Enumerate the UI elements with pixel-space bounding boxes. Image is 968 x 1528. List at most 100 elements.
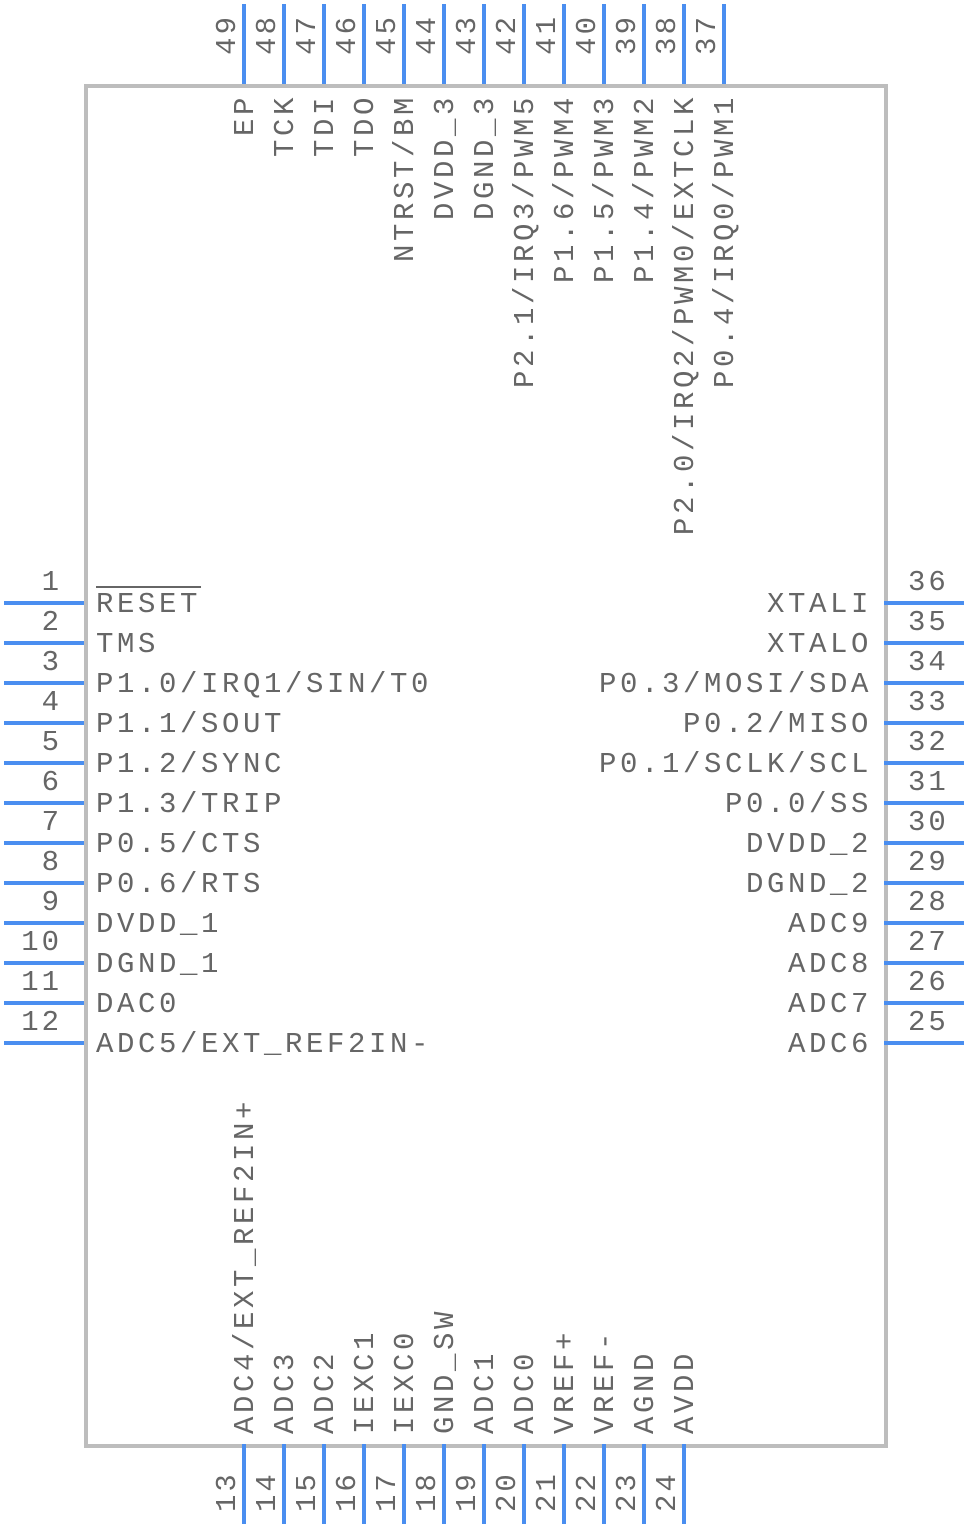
pin-number: 11	[21, 966, 62, 999]
pin-label: GND_SW	[429, 1307, 462, 1434]
pin-label: P0.5/CTS	[96, 828, 265, 861]
pin-number: 26	[908, 966, 949, 999]
pin-line	[562, 1444, 566, 1524]
pin-label: DVDD_3	[429, 94, 462, 221]
pin-line	[4, 641, 84, 645]
pin-number: 34	[908, 646, 949, 679]
pin-line	[362, 4, 366, 84]
pin-number: 18	[411, 1471, 444, 1512]
pin-line	[4, 1041, 84, 1045]
pin-number: 9	[41, 886, 62, 919]
pin-label: VREF-	[589, 1328, 622, 1434]
pin-line	[602, 1444, 606, 1524]
pin-label: ADC8	[787, 948, 872, 981]
pin-line	[4, 801, 84, 805]
pin-line	[884, 1001, 964, 1005]
pin-label: ADC4/EXT_REF2IN+	[229, 1097, 262, 1434]
pin-number: 6	[41, 766, 62, 799]
pin-label: DGND_1	[96, 948, 223, 981]
pin-number: 8	[41, 846, 62, 879]
pin-line	[242, 1444, 246, 1524]
pin-line	[4, 1001, 84, 1005]
pin-line	[4, 761, 84, 765]
pin-line	[4, 881, 84, 885]
pin-label: P1.6/PWM4	[549, 94, 582, 284]
pin-number: 29	[908, 846, 949, 879]
pin-line	[482, 1444, 486, 1524]
pin-line	[442, 1444, 446, 1524]
pin-line	[884, 921, 964, 925]
pin-label: P2.1/IRQ3/PWM5	[509, 94, 542, 389]
pin-number: 35	[908, 606, 949, 639]
pin-line	[282, 4, 286, 84]
pin-label: VREF+	[549, 1328, 582, 1434]
pin-label: ADC9	[787, 908, 872, 941]
pin-number: 49	[211, 14, 244, 55]
pin-number: 44	[411, 14, 444, 55]
pin-label: TDI	[309, 94, 342, 158]
pin-line	[642, 4, 646, 84]
pin-label: DVDD_1	[96, 908, 223, 941]
pin-label: AGND	[629, 1349, 662, 1434]
pin-label: ADC2	[309, 1349, 342, 1434]
pin-label: P1.0/IRQ1/SIN/T0	[96, 668, 433, 701]
pin-number: 36	[908, 566, 949, 599]
pin-line	[602, 4, 606, 84]
pin-number: 46	[331, 14, 364, 55]
pin-line	[282, 1444, 286, 1524]
pin-label: XTALO	[766, 628, 872, 661]
pin-number: 16	[331, 1471, 364, 1512]
pin-number: 22	[571, 1471, 604, 1512]
pin-number: 43	[451, 14, 484, 55]
pin-number: 33	[908, 686, 949, 719]
pin-number: 5	[41, 726, 62, 759]
pin-line	[482, 4, 486, 84]
pin-line	[682, 4, 686, 84]
pin-number: 19	[451, 1471, 484, 1512]
pin-line	[522, 4, 526, 84]
pin-number: 47	[291, 14, 324, 55]
pin-label: P1.2/SYNC	[96, 748, 286, 781]
pin-line	[4, 721, 84, 725]
pin-number: 39	[611, 14, 644, 55]
pin-label: ADC3	[269, 1349, 302, 1434]
pin-label: ADC6	[787, 1028, 872, 1061]
pin-number: 10	[21, 926, 62, 959]
pin-label: P0.3/MOSI/SDA	[598, 668, 872, 701]
pin-label: DGND_2	[745, 868, 872, 901]
pin-number: 30	[908, 806, 949, 839]
pin-number: 32	[908, 726, 949, 759]
pin-label: P0.0/SS	[724, 788, 872, 821]
pin-number: 2	[41, 606, 62, 639]
pin-number: 37	[691, 14, 724, 55]
pin-number: 1	[41, 566, 62, 599]
pin-number: 27	[908, 926, 949, 959]
pin-label: P1.3/TRIP	[96, 788, 286, 821]
pin-line	[884, 961, 964, 965]
pin-number: 17	[371, 1471, 404, 1512]
pin-number: 45	[371, 14, 404, 55]
pin-line	[362, 1444, 366, 1524]
ic-body-outline	[84, 84, 888, 1448]
pin-label: P0.6/RTS	[96, 868, 265, 901]
pin-number: 24	[651, 1471, 684, 1512]
pin-label: EP	[229, 94, 262, 137]
pin-line	[322, 4, 326, 84]
pin-number: 21	[531, 1471, 564, 1512]
pin-number: 4	[41, 686, 62, 719]
pin-number: 42	[491, 14, 524, 55]
pin-line	[884, 681, 964, 685]
pin-label: IEXC0	[389, 1328, 422, 1434]
pin-label: NTRST/BM	[389, 94, 422, 263]
pin-number: 41	[531, 14, 564, 55]
pin-line	[4, 961, 84, 965]
pin-line	[884, 601, 964, 605]
pin-line	[884, 841, 964, 845]
pin-label: DAC0	[96, 988, 181, 1021]
pin-line	[562, 4, 566, 84]
pin-label: DVDD_2	[745, 828, 872, 861]
pin-line	[884, 881, 964, 885]
pin-number: 28	[908, 886, 949, 919]
pin-label: P1.4/PWM2	[629, 94, 662, 284]
pin-number: 38	[651, 14, 684, 55]
